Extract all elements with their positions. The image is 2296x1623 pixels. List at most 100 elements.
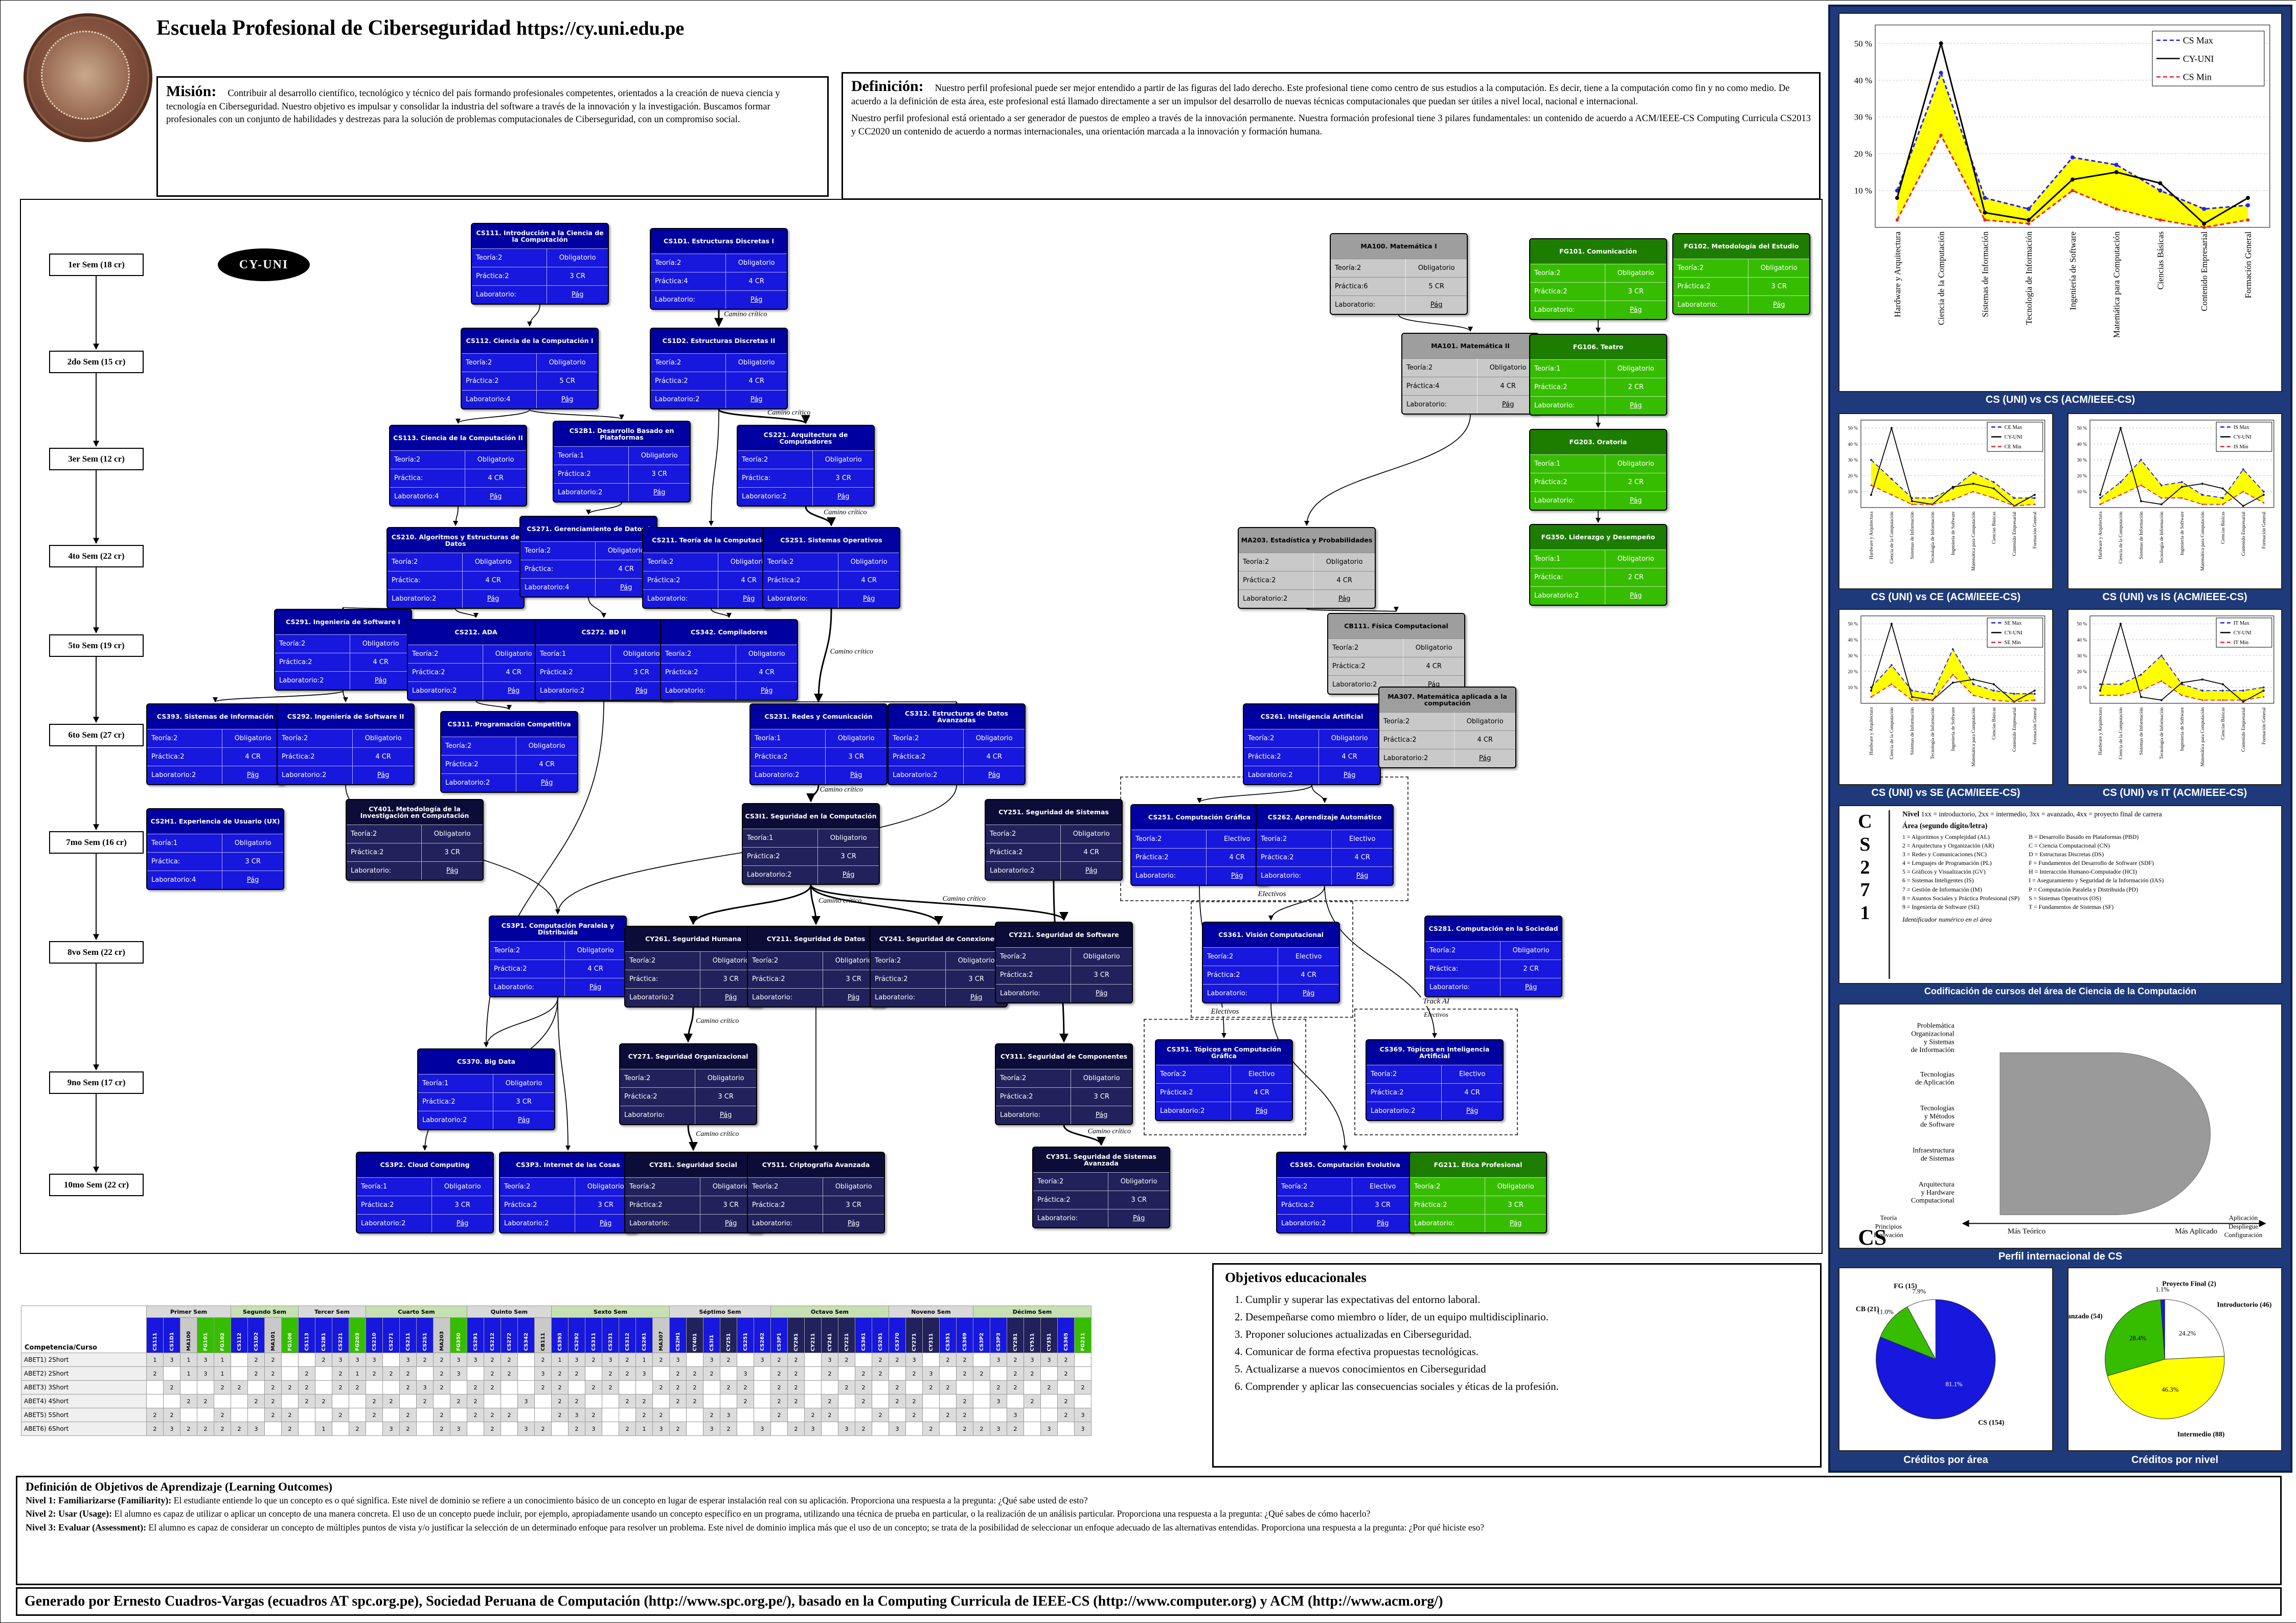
- course-pag-link[interactable]: Pág: [575, 1214, 636, 1232]
- matrix-cell: 1: [635, 1422, 653, 1436]
- course-pag-link[interactable]: Pág: [1278, 984, 1339, 1002]
- matrix-course-code: CS251: [737, 1317, 754, 1353]
- course-title: CS3P1. Computación Paralela y Distribuid…: [490, 917, 626, 941]
- course-pag-link[interactable]: Pág: [1605, 301, 1666, 319]
- course-pag-link[interactable]: Pág: [350, 671, 411, 690]
- course-pag-link[interactable]: Pág: [610, 681, 672, 700]
- course-pag-link[interactable]: Pág: [465, 487, 526, 506]
- course-pag-link[interactable]: Pág: [736, 681, 797, 700]
- site-url-link[interactable]: https://cy.uni.edu.pe: [516, 18, 685, 39]
- course-pag-link[interactable]: Pág: [1441, 1102, 1503, 1120]
- course-pag-link[interactable]: Pág: [725, 290, 787, 309]
- course-pag-link[interactable]: Pág: [547, 285, 608, 304]
- course-pag-link[interactable]: Pág: [725, 390, 787, 408]
- course-laboratorio: Laboratorio:2: [536, 681, 611, 700]
- course-laboratorio: Laboratorio:: [763, 589, 838, 608]
- matrix-cell: 3: [1040, 1353, 1058, 1367]
- course-pag-link[interactable]: Pág: [431, 1214, 493, 1232]
- matrix-cell: [990, 1366, 1007, 1381]
- course-creditos: 3 CR: [1071, 966, 1132, 984]
- course-pag-link[interactable]: Pág: [1319, 766, 1380, 784]
- course-pag-link[interactable]: Pág: [493, 1111, 554, 1129]
- course-pag-link[interactable]: Pág: [516, 773, 577, 792]
- course-pag-link[interactable]: Pág: [1206, 866, 1267, 885]
- course-pag-link[interactable]: Pág: [1071, 984, 1132, 1002]
- course-pag-link[interactable]: Pág: [823, 1214, 884, 1232]
- course-pag-link[interactable]: Pág: [812, 487, 874, 506]
- svg-text:40 %: 40 %: [1848, 442, 1858, 447]
- course-pag-link[interactable]: Pág: [1231, 1102, 1292, 1120]
- course-practica: Práctica:: [390, 469, 465, 487]
- svg-text:40 %: 40 %: [1854, 76, 1872, 85]
- course-pag-link[interactable]: Pág: [1477, 395, 1538, 414]
- electives-group-label: Electivos: [1254, 890, 1290, 899]
- course-pag-link[interactable]: Pág: [963, 766, 1025, 784]
- course-pag-link[interactable]: Pág: [817, 865, 879, 884]
- course-pag-link[interactable]: Pág: [1108, 1209, 1169, 1227]
- course-pag-link[interactable]: Pág: [1060, 861, 1122, 880]
- svg-text:30 %: 30 %: [1848, 458, 1858, 463]
- course-pag-link[interactable]: Pág: [222, 871, 283, 889]
- course-pag-link[interactable]: Pág: [700, 1214, 761, 1232]
- course-pag-link[interactable]: Pág: [945, 988, 1007, 1007]
- course-pag-link[interactable]: Pág: [700, 988, 761, 1007]
- course-pag-link[interactable]: Pág: [462, 589, 524, 608]
- matrix-cell: 2: [686, 1394, 703, 1408]
- course-pag-link[interactable]: Pág: [595, 578, 656, 597]
- matrix-cell: 2: [231, 1380, 248, 1395]
- matrix-cell: 2: [1007, 1366, 1024, 1381]
- course-pag-link[interactable]: Pág: [1331, 866, 1393, 885]
- course-pag-link[interactable]: Pág: [352, 766, 414, 784]
- learning-level-1: Nivel 1: Familiarizarse (Familiarity): E…: [26, 1495, 1088, 1505]
- course-pag-link[interactable]: Pág: [1405, 295, 1467, 314]
- matrix-cell: 2: [214, 1422, 231, 1436]
- matrix-course-code: CS311: [585, 1317, 602, 1353]
- course-pag-link[interactable]: Pág: [1605, 491, 1666, 510]
- course-pag-link[interactable]: Pág: [1605, 586, 1666, 605]
- course-pag-link[interactable]: Pág: [1500, 978, 1561, 996]
- matrix-semester-group: Sexto Sem: [551, 1306, 670, 1318]
- course-teoria: Teoría:2: [1673, 259, 1748, 277]
- matrix-cell: [602, 1394, 619, 1408]
- course-pag-link[interactable]: Pág: [536, 390, 598, 408]
- matrix-cell: 2: [467, 1394, 484, 1408]
- course-pag-link[interactable]: Pág: [1485, 1214, 1546, 1232]
- course-creditos: 2 CR: [1500, 959, 1561, 978]
- objective-item: Comunicar de forma efectiva propuestas t…: [1245, 1343, 1809, 1360]
- course-pag-link[interactable]: Pág: [564, 978, 626, 996]
- course-pag-link[interactable]: Pág: [483, 681, 544, 700]
- svg-text:Formación General: Formación General: [2033, 707, 2038, 744]
- course-pag-link[interactable]: Pág: [421, 861, 483, 880]
- course-pag-link[interactable]: Pág: [823, 988, 884, 1007]
- matrix-course-code: CS370: [889, 1317, 906, 1353]
- matrix-cell: 2: [332, 1366, 349, 1381]
- matrix-cell: [838, 1394, 855, 1408]
- course-laboratorio: Laboratorio:2: [1379, 749, 1454, 767]
- matrix-cell: 2: [366, 1394, 383, 1408]
- learning-level-2: Nivel 2: Usar (Usage): El alumno es capa…: [26, 1508, 1371, 1519]
- course-pag-link[interactable]: Pág: [695, 1106, 756, 1124]
- course-pag-link[interactable]: Pág: [1071, 1106, 1132, 1124]
- course-pag-link[interactable]: Pág: [1352, 1214, 1413, 1232]
- course-pag-link[interactable]: Pág: [1313, 589, 1375, 608]
- svg-text:10 %: 10 %: [1848, 490, 1858, 495]
- pie-chart: 81.1%CS (154)11.0%CB (21)7.9%FG (15): [1856, 1282, 2004, 1427]
- course-tipo: Obligatorio: [1403, 638, 1464, 657]
- coding-panel-title: Codificación de cursos del área de Cienc…: [1924, 986, 2197, 996]
- course-pag-link[interactable]: Pág: [718, 589, 779, 608]
- matrix-cell: 2: [1007, 1422, 1024, 1436]
- course-pag-link[interactable]: Pág: [628, 483, 690, 501]
- area-item: 9 = Ingeniería de Software (SE): [1902, 903, 1980, 910]
- matrix-course-code: CS111: [146, 1317, 164, 1353]
- svg-text:30 %: 30 %: [2077, 458, 2087, 463]
- course-pag-link[interactable]: Pág: [1605, 396, 1666, 415]
- matrix-course-code: CS393: [551, 1317, 569, 1353]
- course-pag-link[interactable]: Pág: [222, 766, 283, 784]
- course-pag-link[interactable]: Pág: [838, 589, 899, 608]
- matrix-cell: 3: [720, 1408, 737, 1422]
- course-pag-link[interactable]: Pág: [1454, 749, 1515, 767]
- course-pag-link[interactable]: Pág: [825, 766, 886, 784]
- course-pag-link[interactable]: Pág: [1748, 295, 1809, 314]
